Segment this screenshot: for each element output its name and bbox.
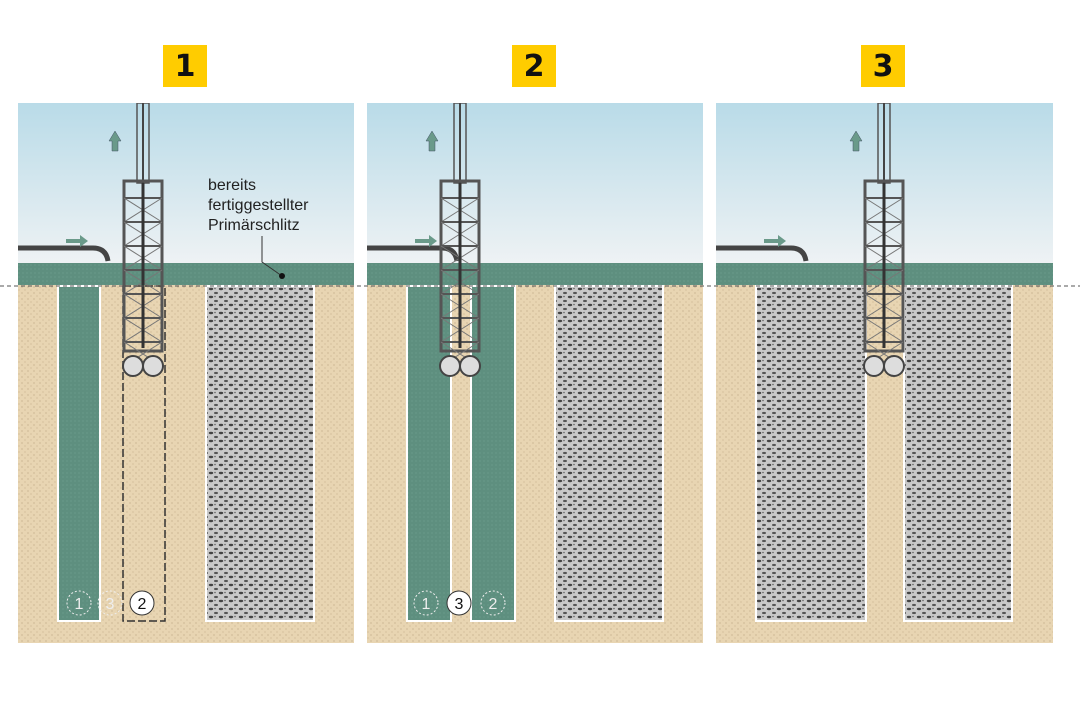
annotation-line-3: Primärschlitz <box>208 217 300 234</box>
supply-pipe <box>18 245 111 262</box>
cutter-wheel-right <box>142 355 164 377</box>
cutter-frame <box>122 179 164 353</box>
trench-cutter-rig <box>425 103 481 377</box>
cutter-wheel-right <box>883 355 905 377</box>
cutter-wheel-left <box>863 355 885 377</box>
up-arrow-icon <box>108 130 122 152</box>
annotation-line-1: bereits <box>208 177 257 194</box>
trench-cutter-rig <box>849 103 905 377</box>
sky <box>18 103 354 263</box>
up-arrow-icon <box>849 130 863 152</box>
supply-pipe <box>716 245 809 262</box>
cutter-frame <box>439 179 481 353</box>
secondary-panel-1 <box>406 285 452 622</box>
secondary-panel-1 <box>57 285 101 622</box>
up-arrow-icon <box>425 130 439 152</box>
primary-panel <box>205 285 315 622</box>
annotation-label: bereits fertiggestellter Primärschlitz <box>208 176 309 236</box>
cutter-wheel-left <box>122 355 144 377</box>
slot-number-circle-3 <box>446 590 472 616</box>
panel-step-3 <box>716 103 1053 643</box>
step-badge-1: 1 <box>163 45 207 87</box>
slot-number-3: 3 <box>455 596 464 613</box>
slot-number-1: 1 <box>422 596 431 613</box>
cutter-wheel-right <box>459 355 481 377</box>
slot-number-2: 2 <box>138 596 147 613</box>
slot-number-circle-1 <box>66 590 92 616</box>
slot-number-circle-2 <box>480 590 506 616</box>
panel-step-2: 1 3 2 <box>367 103 703 643</box>
cutter-wheel-left <box>439 355 461 377</box>
slot-number-2: 2 <box>489 596 498 613</box>
bentonite-layer <box>367 263 703 285</box>
panel-step-1: 1 3 2 <box>18 103 354 643</box>
primary-panel <box>755 285 867 622</box>
flow-arrow-icon <box>66 235 88 247</box>
primary-panel <box>554 285 664 622</box>
slot-number-3: 3 <box>106 596 115 613</box>
step-badge-3: 3 <box>861 45 905 87</box>
slot-number-circle-2 <box>129 590 155 616</box>
trench-cutter-rig <box>108 103 164 377</box>
secondary-panel-2 <box>470 285 516 622</box>
slot-number-1: 1 <box>75 596 84 613</box>
primary-panel <box>903 285 1013 622</box>
cutter-frame <box>863 179 905 353</box>
flow-arrow-icon <box>764 235 786 247</box>
slot-number-circle-3 <box>97 590 123 616</box>
annotation-line-2: fertiggestellter <box>208 197 309 214</box>
slot-number-circle-1 <box>413 590 439 616</box>
flow-arrow-icon <box>415 235 437 247</box>
step-badge-2: 2 <box>512 45 556 87</box>
bentonite-layer <box>18 263 354 285</box>
sky <box>367 103 703 263</box>
